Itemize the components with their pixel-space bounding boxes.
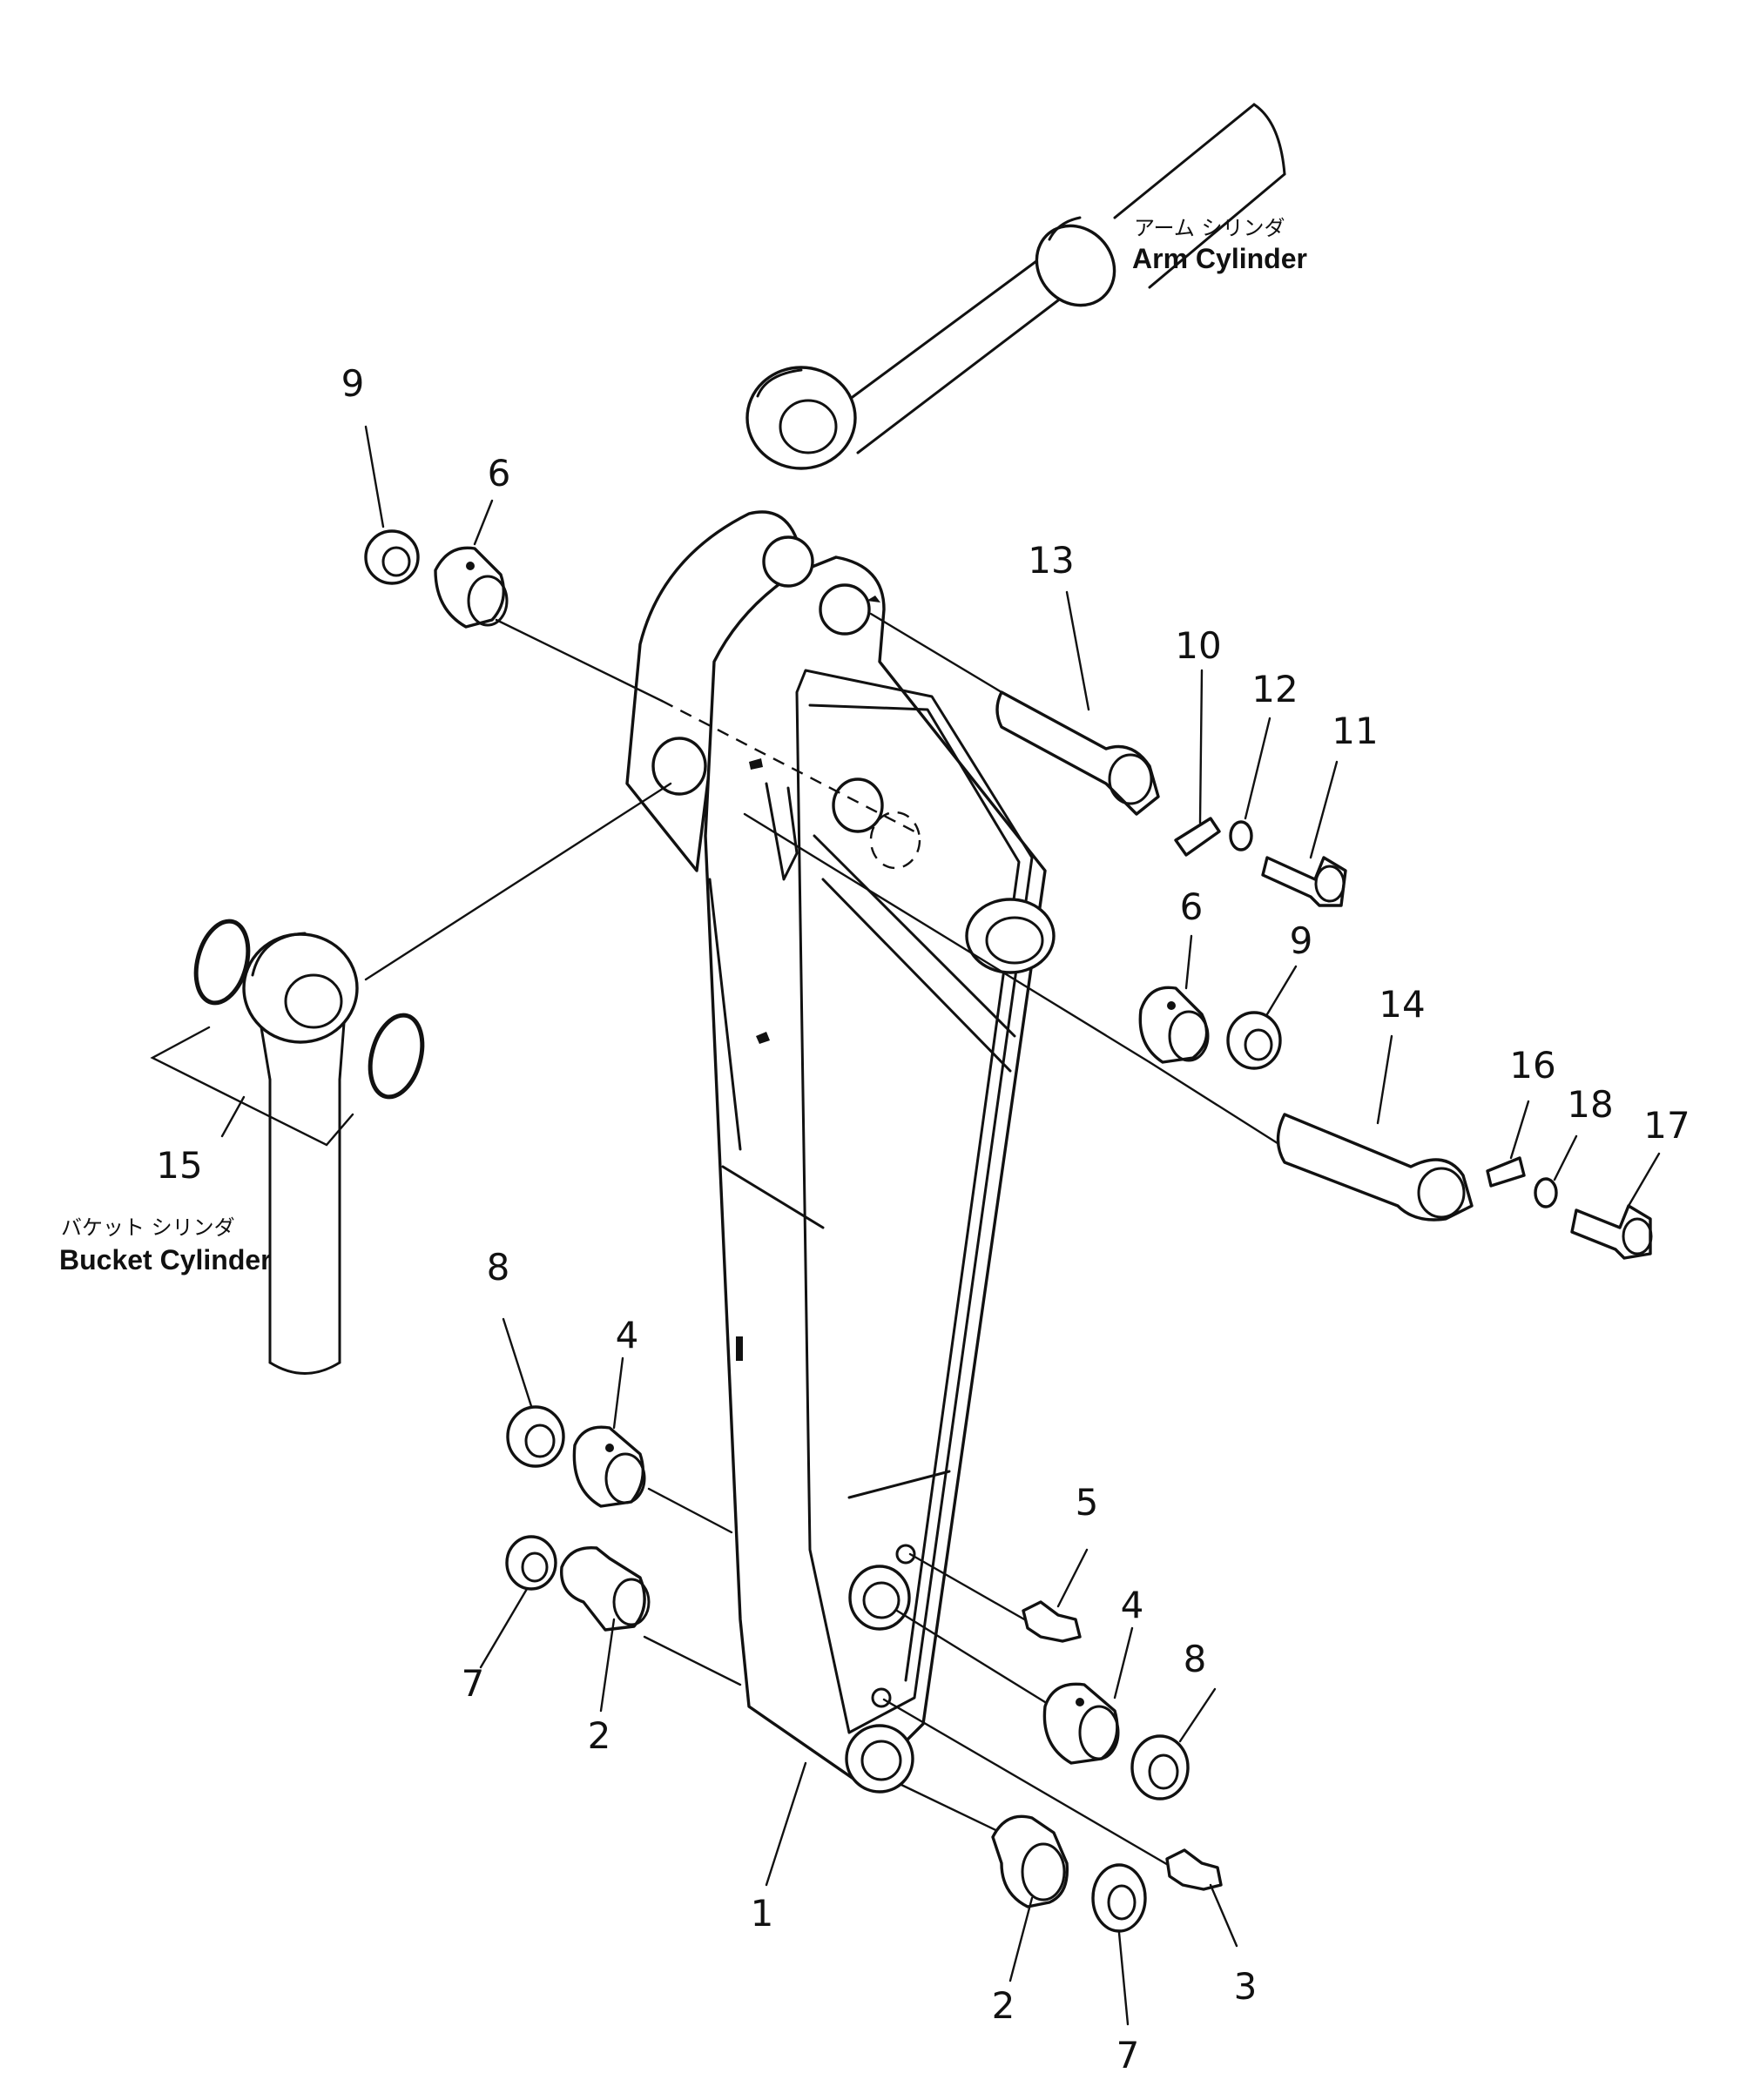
callout-7: 7 [462, 1662, 485, 1705]
callout-17: 17 [1643, 1104, 1690, 1147]
bucket-cylinder [150, 919, 425, 1375]
callout-11: 11 [1332, 710, 1378, 752]
callout-6: 6 [1180, 885, 1204, 928]
arm-cylinder-label-jp: アーム シリンダ [1134, 216, 1285, 240]
callout-6: 6 [488, 452, 511, 495]
callout-4: 4 [1121, 1584, 1144, 1626]
arm-cylinder-label-en: Arm Cylinder [1132, 243, 1307, 274]
callout-10: 10 [1175, 624, 1221, 667]
callout-8: 8 [1184, 1638, 1207, 1680]
callout-5: 5 [1076, 1481, 1099, 1524]
callout-leaders [220, 425, 1661, 2026]
bucket-cylinder-label-jp: バケット シリンダ [61, 1215, 235, 1240]
assembly-lines [364, 612, 1282, 1874]
callout-16: 16 [1509, 1044, 1555, 1087]
callout-2: 2 [588, 1714, 611, 1757]
small-parts [364, 529, 1653, 1933]
callout-8: 8 [487, 1246, 510, 1289]
callout-12: 12 [1251, 668, 1298, 710]
callout-1: 1 [751, 1892, 774, 1935]
arm-body [625, 510, 1056, 1794]
callout-18: 18 [1567, 1083, 1613, 1126]
callout-14: 14 [1379, 983, 1425, 1026]
callout-15: 15 [156, 1144, 202, 1187]
callout-3: 3 [1234, 1965, 1258, 2008]
callout-7: 7 [1116, 2034, 1140, 2076]
callout-2: 2 [992, 1984, 1015, 2027]
callout-13: 13 [1028, 539, 1074, 582]
callout-4: 4 [616, 1314, 639, 1356]
callout-9: 9 [341, 362, 365, 405]
arm-cylinder [745, 103, 1286, 470]
bucket-cylinder-label-en: Bucket Cylinder [59, 1244, 272, 1275]
callout-9: 9 [1290, 919, 1313, 962]
